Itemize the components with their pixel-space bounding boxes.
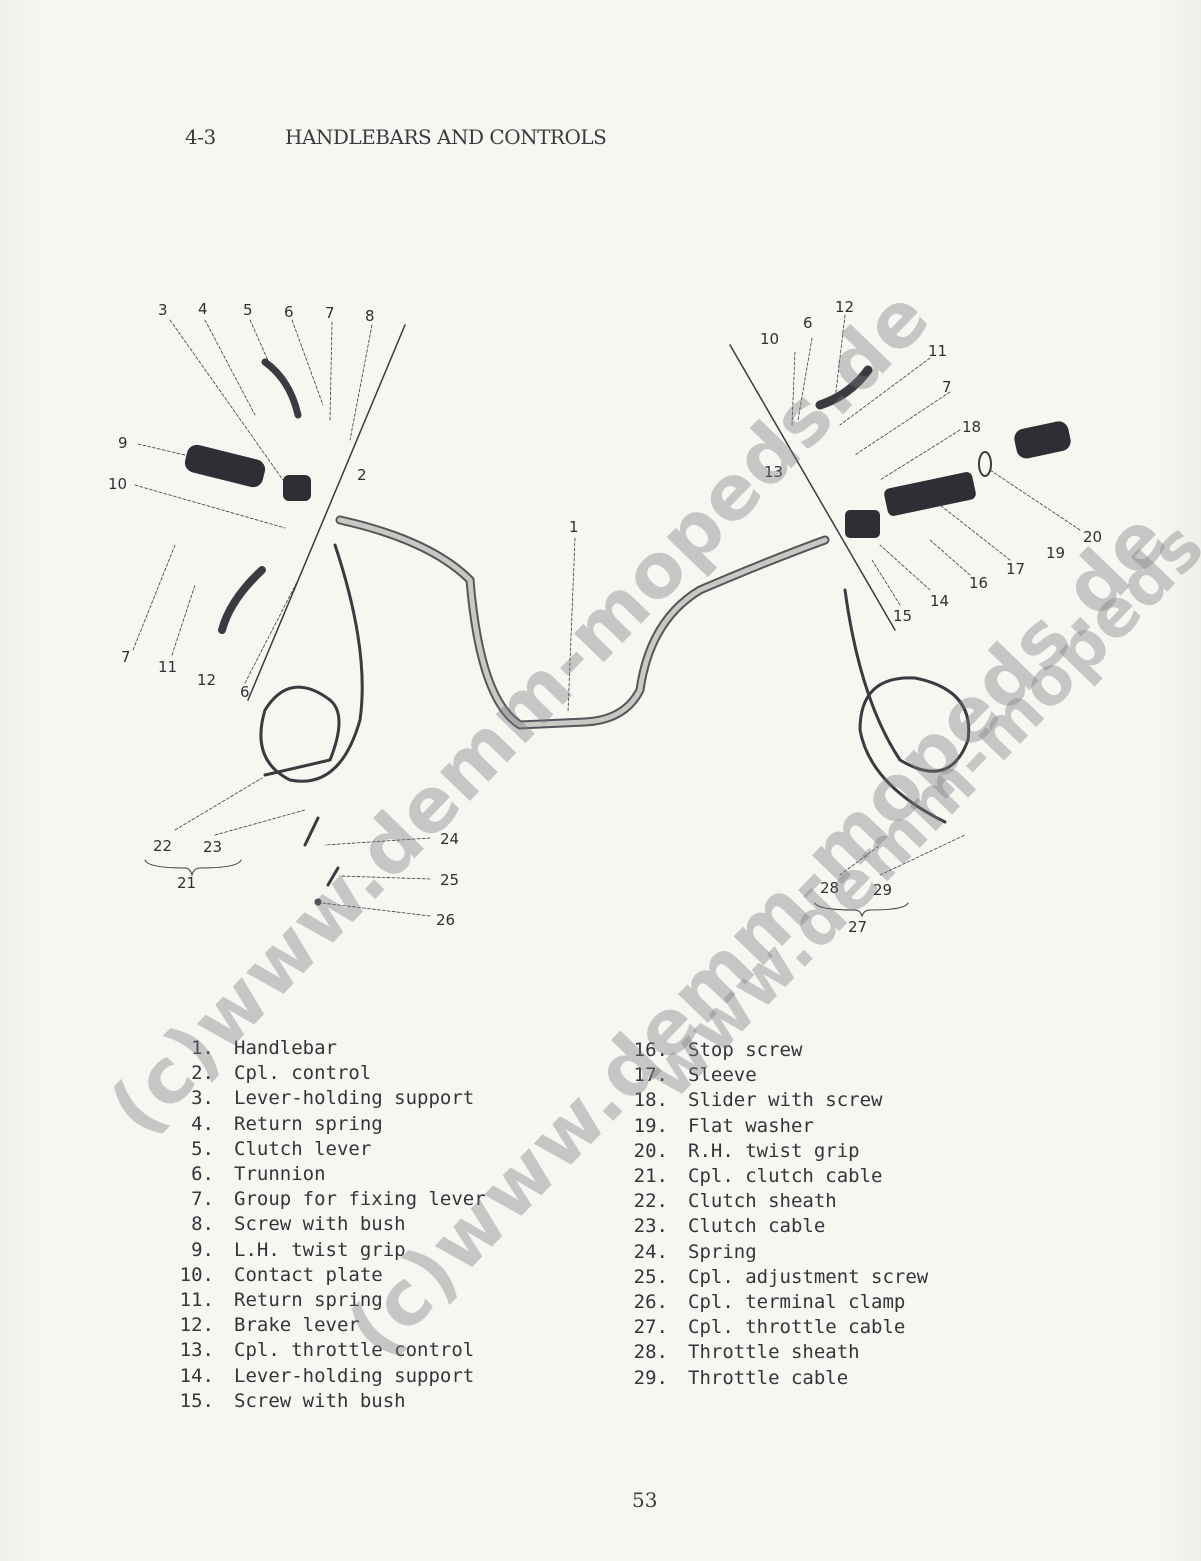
list-item: 5.Clutch lever <box>191 1137 372 1160</box>
parts-list-left: 1.Handlebar 2.Cpl. control 3.Lever-holdi… <box>170 1036 486 1414</box>
callout-12-right: 12 <box>835 298 854 316</box>
list-item: 27.Cpl. throttle cable <box>633 1316 906 1339</box>
callout-2: 2 <box>357 466 367 484</box>
list-item: 14.Lever-holding support <box>179 1364 475 1387</box>
section-header: 4-3 HANDLEBARS AND CONTROLS <box>185 125 607 149</box>
callout-13: 13 <box>764 463 783 481</box>
callout-11-right: 11 <box>928 342 947 360</box>
left-grip-drawing <box>184 444 266 488</box>
list-item: 25.Cpl. adjustment screw <box>633 1265 929 1288</box>
callout-6-right: 6 <box>803 314 813 332</box>
list-item: 6.Trunnion <box>191 1163 326 1186</box>
callout-8: 8 <box>365 307 375 325</box>
list-item: 12.Brake lever <box>179 1314 360 1337</box>
list-item: 13.Cpl. throttle control <box>179 1339 475 1362</box>
list-item: 16.Stop screw <box>633 1039 803 1061</box>
list-item: 10.Contact plate <box>179 1263 383 1286</box>
callout-19: 19 <box>1046 544 1065 562</box>
list-item: 22.Clutch sheath <box>633 1190 837 1213</box>
callout-14: 14 <box>930 592 949 610</box>
callout-10: 10 <box>108 475 127 493</box>
callout-25: 25 <box>440 871 459 889</box>
callout-4: 4 <box>198 300 208 318</box>
list-item: 24.Spring <box>633 1240 757 1263</box>
callout-24: 24 <box>440 830 459 848</box>
list-item: 3.Lever-holding support <box>191 1087 475 1110</box>
list-item: 21.Cpl. clutch cable <box>633 1165 883 1188</box>
callout-29: 29 <box>873 881 892 899</box>
callout-15: 15 <box>893 607 912 625</box>
list-item: 26.Cpl. terminal clamp <box>633 1291 906 1314</box>
list-item: 29.Throttle cable <box>633 1366 849 1389</box>
list-item: 20.R.H. twist grip <box>633 1139 860 1162</box>
callout-9: 9 <box>118 434 128 452</box>
callout-7-right: 7 <box>942 378 952 396</box>
list-item: 11.Return spring <box>179 1289 383 1312</box>
callout-10-right: 10 <box>760 330 779 348</box>
callout-17: 17 <box>1006 560 1025 578</box>
callout-7: 7 <box>325 304 335 322</box>
list-item: 28.Throttle sheath <box>633 1341 860 1364</box>
throttle-cable-drawing <box>843 588 971 824</box>
section-number: 4-3 <box>185 125 216 149</box>
callout-27: 27 <box>848 918 867 936</box>
section-title: HANDLEBARS AND CONTROLS <box>285 125 607 149</box>
exploded-parts-diagram: 3 4 5 6 7 8 9 10 2 7 11 12 6 1 10 6 12 1… <box>108 298 1102 936</box>
list-item: 9.L.H. twist grip <box>191 1238 406 1261</box>
callout-11: 11 <box>158 658 177 676</box>
list-item: 19.Flat washer <box>633 1114 814 1137</box>
list-item: 4.Return spring <box>191 1112 383 1135</box>
callout-20: 20 <box>1083 528 1102 546</box>
right-grip-drawing <box>1014 421 1071 459</box>
parts-list-right: 16.Stop screw 17.Sleeve 18.Slider with s… <box>624 1038 929 1391</box>
list-item: 2.Cpl. control <box>191 1062 372 1085</box>
callout-6: 6 <box>284 303 294 321</box>
list-item: 23.Clutch cable <box>633 1215 826 1238</box>
list-item: 1.Handlebar <box>191 1037 337 1059</box>
callout-6-lower: 6 <box>240 683 250 701</box>
callout-1: 1 <box>569 518 579 536</box>
right-sleeve-drawing <box>884 472 976 516</box>
list-item: 17.Sleeve <box>633 1064 757 1087</box>
callout-12: 12 <box>197 671 216 689</box>
callout-28: 28 <box>820 879 839 897</box>
callout-21: 21 <box>177 874 196 892</box>
callout-18: 18 <box>962 418 981 436</box>
callout-16: 16 <box>969 574 988 592</box>
callout-7-lower: 7 <box>121 648 131 666</box>
callout-23: 23 <box>203 838 222 856</box>
clutch-cable-drawing <box>259 543 364 783</box>
list-item: 18.Slider with screw <box>633 1089 883 1112</box>
list-item: 15.Screw with bush <box>179 1389 406 1412</box>
callout-22: 22 <box>153 837 172 855</box>
list-item: 8.Screw with bush <box>191 1213 406 1236</box>
callout-26: 26 <box>436 911 455 929</box>
callout-3: 3 <box>158 301 168 319</box>
callout-5: 5 <box>243 301 253 319</box>
page-number: 53 <box>632 1488 658 1512</box>
list-item: 7.Group for fixing lever <box>191 1188 486 1211</box>
